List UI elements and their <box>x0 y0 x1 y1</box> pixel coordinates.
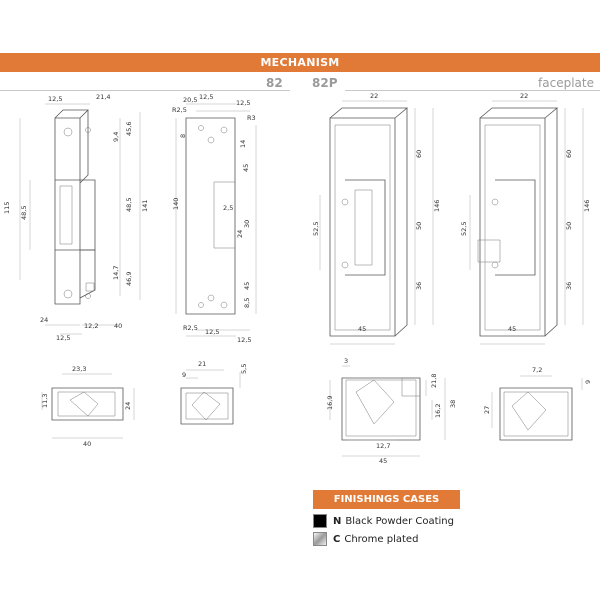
dim-14: 14 <box>239 140 247 148</box>
finish-label: Black Powder Coating <box>345 515 454 527</box>
finish-option-c: C Chrome plated <box>313 532 418 546</box>
dim-r2-5-top: R2,5 <box>172 106 187 114</box>
finish-option-n: N Black Powder Coating <box>313 514 454 528</box>
dim-8-5: 8,5 <box>243 298 251 308</box>
dim-46-9: 46,9 <box>125 272 133 286</box>
dim-12-5-face-bottom-right: 12,5 <box>237 336 251 344</box>
dim-45-82p: 45 <box>358 325 366 333</box>
dim-45-face-top: 45 <box>242 164 250 172</box>
dim-21-4: 21,4 <box>96 93 110 101</box>
view-faceplate-enclosure: 22 60 146 52,5 50 36 45 <box>460 92 591 345</box>
section-faceplate: 7,2 9 27 <box>483 366 592 441</box>
finish-code: C <box>333 533 341 545</box>
dim-12-5-face-bottom: 12,5 <box>205 328 219 336</box>
dim-24-face: 24 <box>236 230 244 238</box>
dim-12-5-bottom: 12,5 <box>56 334 70 342</box>
dim-7-2: 7,2 <box>532 366 542 374</box>
black-swatch <box>313 514 327 528</box>
section-82-face: 21 9 5,5 <box>180 360 248 425</box>
dim-50-face: 50 <box>565 222 573 230</box>
dim-9-section: 9 <box>182 371 186 379</box>
dim-12-7: 12,7 <box>376 442 390 450</box>
banner-title: MECHANISM <box>260 56 340 69</box>
view-82p-enclosure: 22 60 146 52,5 50 36 45 <box>312 92 441 345</box>
faceplate-label: faceplate <box>538 76 594 90</box>
dim-52-5-face: 52,5 <box>460 222 468 236</box>
dim-5-5: 5,5 <box>240 364 248 374</box>
finish-code: N <box>333 515 342 527</box>
model-label-bar: 82 82P faceplate <box>0 76 600 90</box>
dim-146-face: 146 <box>583 200 591 212</box>
dim-45-section: 45 <box>379 457 387 465</box>
dim-40-section: 40 <box>83 440 91 448</box>
section-82: 23,3 11,3 24 40 <box>41 365 135 448</box>
section-82p: 3 21,8 16,9 38 16,2 12,7 45 <box>326 357 457 465</box>
dim-14-7: 14,7 <box>112 266 120 280</box>
dim-30: 30 <box>243 220 251 228</box>
dim-60-82p: 60 <box>415 150 423 158</box>
view-82-faceplate: R2,5 20,5 12,5 12,5 R3 8 14 45 140 2,5 3… <box>172 93 257 344</box>
model-82p-label: 82P <box>312 76 338 90</box>
dim-140: 140 <box>172 198 180 210</box>
dim-r2-5-bottom: R2,5 <box>183 324 198 332</box>
dim-12-5-top: 12,5 <box>48 95 62 103</box>
dim-24: 24 <box>40 316 48 324</box>
dim-11-3: 11,3 <box>41 394 49 408</box>
dim-45-6: 45,6 <box>125 122 133 136</box>
dim-27: 27 <box>483 406 491 414</box>
dim-36-82p: 36 <box>415 282 423 290</box>
dim-20-5: 20,5 <box>183 96 197 104</box>
dim-115: 115 <box>3 202 11 214</box>
dim-23-3: 23,3 <box>72 365 86 373</box>
dim-16-9: 16,9 <box>326 396 334 410</box>
dim-36-face: 36 <box>565 282 573 290</box>
dim-3: 3 <box>344 357 348 365</box>
mechanism-banner: MECHANISM <box>0 53 600 72</box>
dim-12-5-face-top: 12,5 <box>199 93 213 101</box>
dim-22-face: 22 <box>520 92 528 100</box>
finish-label: Chrome plated <box>344 533 419 545</box>
dim-22-82p: 22 <box>370 92 378 100</box>
model-82-label: 82 <box>266 76 283 90</box>
dim-50-82p: 50 <box>415 222 423 230</box>
divider-right <box>345 90 600 91</box>
dim-21: 21 <box>198 360 206 368</box>
view-82-front: 12,5 21,4 9,4 45,6 115 48,5 48,5 141 14,… <box>3 93 149 342</box>
dim-48-5-left: 48,5 <box>20 206 28 220</box>
dim-9-4: 9,4 <box>112 132 120 142</box>
dim-48-5-right: 48,5 <box>125 198 133 212</box>
dim-45-face-bottom: 45 <box>243 282 251 290</box>
divider-left <box>0 90 290 91</box>
dim-24-section: 24 <box>124 402 132 410</box>
dim-40: 40 <box>114 322 122 330</box>
dim-60-face: 60 <box>565 150 573 158</box>
dim-52-5-82p: 52,5 <box>312 222 320 236</box>
dim-21-8: 21,8 <box>430 374 438 388</box>
dim-141: 141 <box>141 200 149 212</box>
dim-12-2: 12,2 <box>84 322 98 330</box>
dim-45-face: 45 <box>508 325 516 333</box>
chrome-swatch <box>313 532 327 546</box>
dim-12-5-face-right: 12,5 <box>236 99 250 107</box>
dim-2-5: 2,5 <box>223 204 233 212</box>
dim-146-82p: 146 <box>433 200 441 212</box>
dim-16-2: 16,2 <box>434 404 442 418</box>
dim-9-face-section: 9 <box>584 380 592 384</box>
dim-8: 8 <box>179 134 187 138</box>
finishings-header: FINISHINGS CASES <box>313 490 460 509</box>
dim-r3: R3 <box>247 114 256 122</box>
dim-38: 38 <box>449 400 457 408</box>
